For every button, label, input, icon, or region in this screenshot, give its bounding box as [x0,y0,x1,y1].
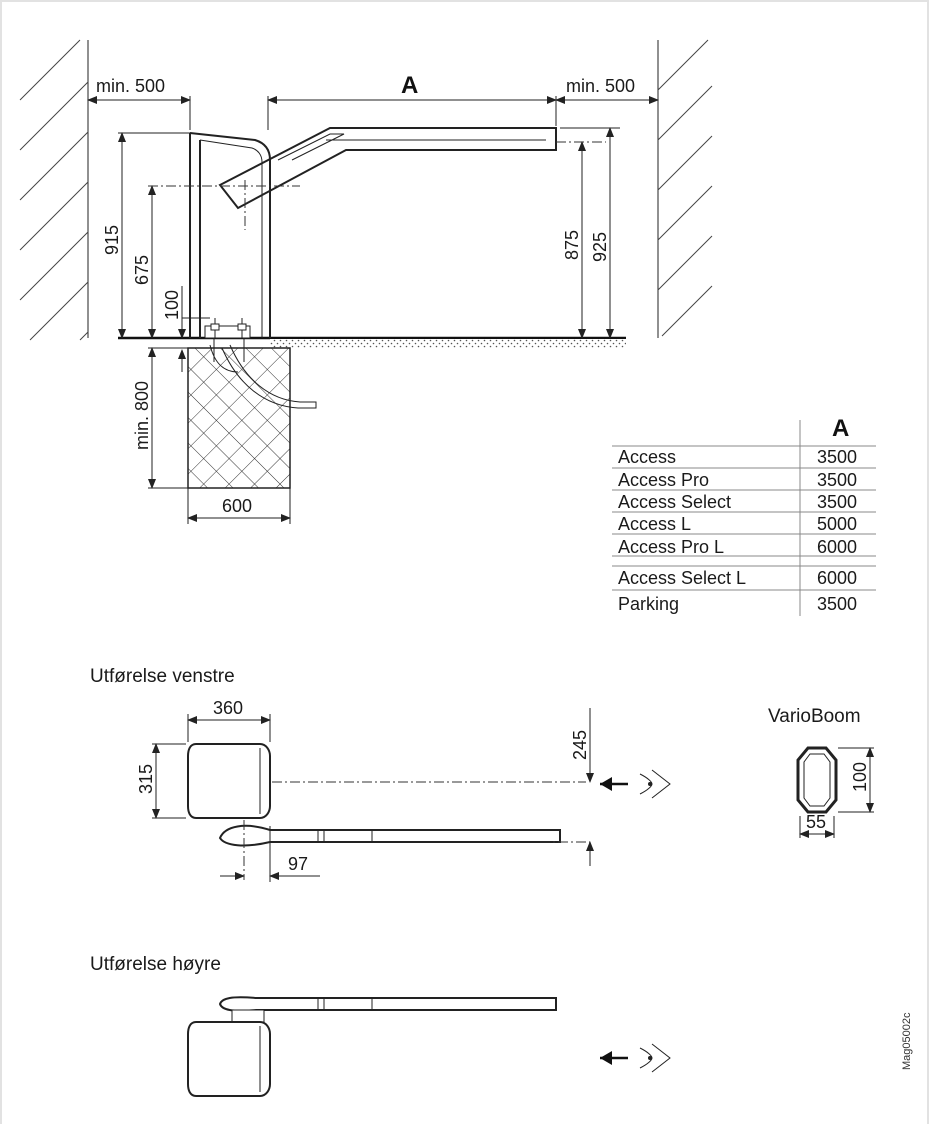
dim-min-left: min. 500 [96,76,165,96]
dim-span-a: A [401,72,418,99]
right-version-title: Utførelse høyre [90,954,221,975]
dim-915: 915 [102,225,122,255]
table-row-model: Access Pro [618,470,709,490]
dim-min-right: min. 500 [566,76,635,96]
table-row-model: Access Pro L [618,537,724,557]
dim-600: 600 [222,496,252,516]
dim-vario-55: 55 [806,812,826,832]
concrete-foundation [187,347,291,489]
barrier-cabinet [189,132,271,362]
table-row-value: 6000 [817,568,857,588]
table-row-value: 5000 [817,514,857,534]
left-version-view [187,743,590,880]
model-table: A Access 3500 Access Pro 3500 Access Sel… [612,415,876,616]
dim-100: 100 [162,290,182,320]
barrier-boom [148,127,606,230]
cable-conduit [221,344,317,409]
table-row-model: Access L [618,514,691,534]
cable-conduit-2 [209,344,239,373]
table-row-value: 6000 [817,537,857,557]
drawing-reference: Mag05002c [901,1012,913,1070]
vario-boom-profile [796,746,838,814]
left-version-title: Utførelse venstre [90,666,235,687]
dim-360: 360 [213,698,243,718]
view-direction-eye-icon [600,769,671,799]
gravel-layer [270,339,626,348]
table-row-model: Access Select [618,492,731,512]
table-row-model: Access [618,447,676,467]
table-row-value: 3500 [817,470,857,490]
table-row-value: 3500 [817,447,857,467]
table-column-header: A [832,415,849,442]
dim-875: 875 [562,230,582,260]
table-row-model: Parking [618,594,679,614]
dim-675: 675 [132,255,152,285]
dim-245: 245 [570,730,590,760]
dim-vario-100: 100 [850,762,870,792]
dim-925: 925 [590,232,610,262]
right-version-view [187,996,557,1097]
table-row-value: 3500 [817,594,857,614]
view-direction-eye-icon-2 [600,1043,671,1073]
dim-315: 315 [136,764,156,794]
table-row-value: 3500 [817,492,857,512]
vario-title: VarioBoom [768,706,861,727]
dim-min-800: min. 800 [132,381,152,450]
dim-97: 97 [288,854,308,874]
left-wall [19,39,89,341]
table-row-model: Access Select L [618,568,746,588]
right-wall [657,39,713,338]
